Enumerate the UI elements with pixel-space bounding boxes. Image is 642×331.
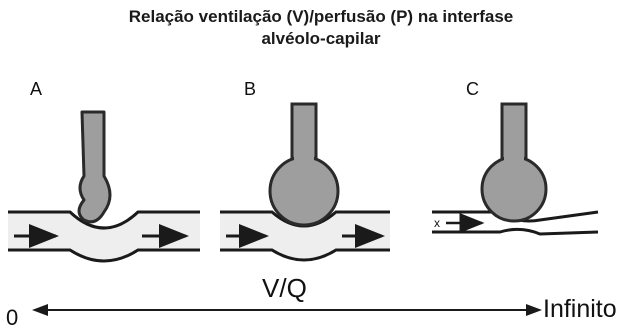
panel-b-capillary-bottom-wall xyxy=(220,248,390,262)
panel-b xyxy=(220,102,390,262)
vq-axis-left-arrowhead xyxy=(32,304,48,316)
panel-a xyxy=(8,110,200,263)
vq-axis-max-label: Infinito xyxy=(543,295,617,323)
diagram-title-line2: alvéolo-capilar xyxy=(261,29,381,48)
panel-c-capillary-bottom-wall xyxy=(432,227,599,236)
vq-axis-right-arrowhead xyxy=(526,304,542,316)
panel-b-alveolus xyxy=(268,155,340,227)
vq-axis xyxy=(32,304,542,316)
panel-a-capillary-top-wall xyxy=(8,210,200,230)
panel-c-alveolus xyxy=(480,155,548,223)
diagram-title-line1: Relação ventilação (V)/perfusão (P) na i… xyxy=(128,7,514,26)
panel-a-capillary-bottom-wall xyxy=(8,248,200,263)
panel-a-collapsed-alveolus xyxy=(77,110,112,224)
panel-c-label: C xyxy=(466,79,479,99)
panel-c xyxy=(432,102,599,236)
panel-a-label: A xyxy=(30,79,43,99)
panel-b-label: B xyxy=(244,79,257,99)
panel-c-obstruction-marker: x xyxy=(434,216,440,230)
vq-axis-label: V/Q xyxy=(262,273,307,303)
vq-axis-min-label: 0 xyxy=(6,305,19,330)
